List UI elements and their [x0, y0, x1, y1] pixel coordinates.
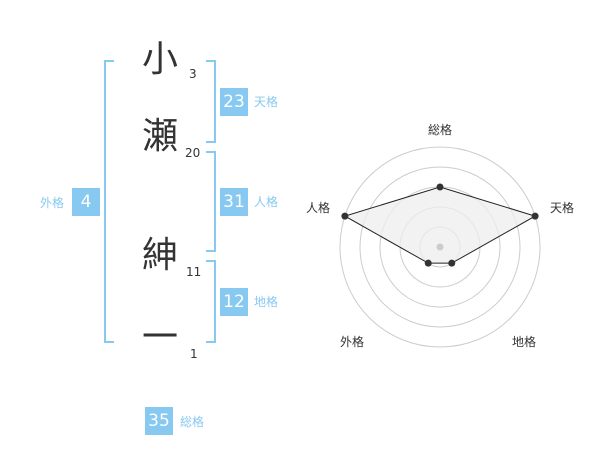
- radar-axis-label-soukaku: 総格: [428, 123, 453, 137]
- name-char-4: 一: [142, 317, 179, 358]
- chikaku-label: 地格: [254, 295, 279, 309]
- soukaku-value: 35: [145, 407, 173, 435]
- jinkaku-bracket: [206, 151, 216, 252]
- tenkaku-label: 天格: [254, 95, 279, 109]
- chikaku-value: 12: [220, 288, 248, 316]
- jinkaku-value: 31: [220, 188, 248, 216]
- name-char-3: 紳: [142, 235, 179, 276]
- radar-ring: [359, 166, 521, 328]
- gaikaku-bracket: [104, 60, 114, 343]
- name-char-1: 小: [142, 39, 179, 80]
- radar-center-dot: [436, 243, 444, 251]
- jinkaku-label: 人格: [254, 195, 279, 209]
- radar-area: [343, 186, 537, 264]
- stroke-count-3: 11: [186, 265, 202, 279]
- stroke-count-4: 1: [190, 347, 198, 361]
- radar-point-4: [341, 212, 349, 220]
- radar-point-1: [531, 212, 539, 220]
- gaikaku-label: 外格: [40, 196, 65, 210]
- gaikaku-value: 4: [72, 188, 100, 216]
- radar-ring: [339, 146, 541, 348]
- chikaku-bracket: [206, 260, 216, 343]
- name-char-2: 瀬: [142, 116, 179, 157]
- soukaku-label: 総格: [180, 415, 205, 429]
- stroke-count-2: 20: [185, 146, 201, 160]
- tenkaku-value: 23: [220, 88, 248, 116]
- radar-axis-label-gaikaku: 外格: [340, 335, 365, 349]
- stroke-count-1: 3: [189, 67, 197, 81]
- tenkaku-bracket: [206, 60, 216, 143]
- radar-axis-label-jinkaku: 人格: [306, 201, 331, 215]
- radar-points: [341, 183, 539, 267]
- radar-point-2: [448, 259, 456, 267]
- radar-axis-label-tenkaku: 天格: [550, 201, 575, 215]
- radar-axis-label-chikaku: 地格: [512, 335, 537, 349]
- radar-point-0: [436, 183, 444, 191]
- radar-point-3: [424, 259, 432, 267]
